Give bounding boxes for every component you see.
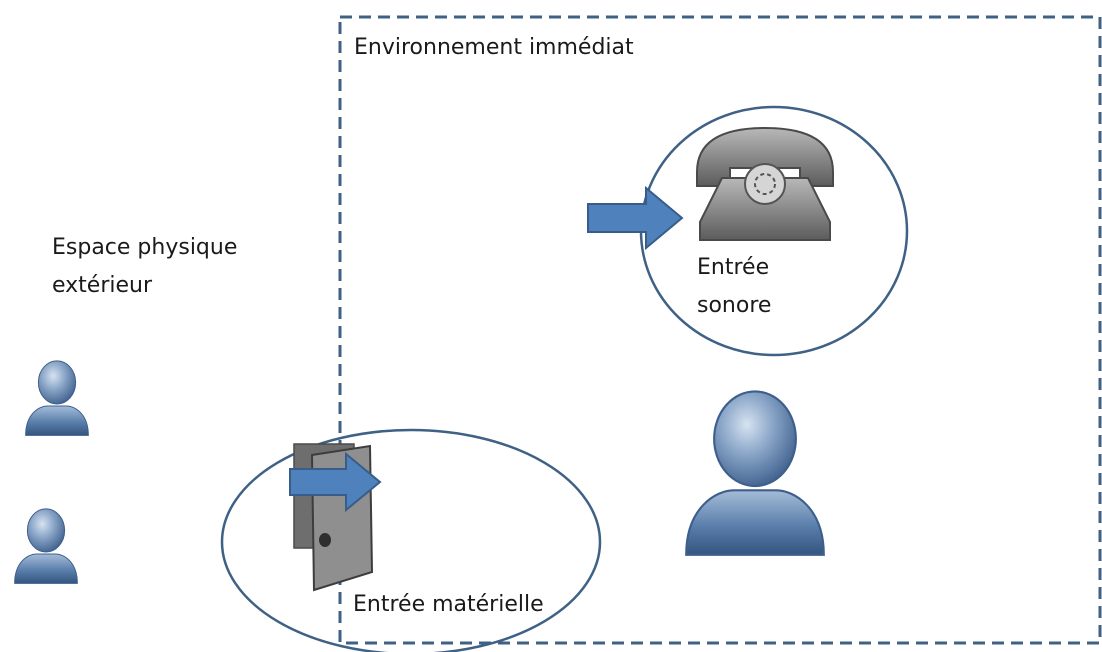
immediate-environment-label: Environnement immédiat: [354, 35, 634, 60]
material-input-label: Entrée matérielle: [353, 592, 544, 617]
outside-space-label-line1: Espace physique: [52, 235, 238, 260]
outside-person-icon: [25, 360, 89, 436]
sound-input-arrow: [587, 185, 684, 251]
telephone-icon: [696, 126, 834, 241]
sound-input-label: Entrée sonore: [697, 249, 771, 325]
sound-input-label-line1: Entrée: [697, 255, 770, 280]
outside-person-icon: [14, 508, 78, 584]
door-icon: [293, 443, 374, 592]
material-input-ellipse: [220, 428, 602, 652]
sound-input-label-line2: sonore: [697, 293, 772, 318]
material-input-arrow: [289, 451, 382, 513]
immediate-environment-boundary: [338, 15, 1102, 645]
outside-space-label: Espace physique extérieur: [52, 229, 237, 305]
outside-space-label-line2: extérieur: [52, 273, 153, 298]
inside-person-icon: [685, 390, 825, 556]
